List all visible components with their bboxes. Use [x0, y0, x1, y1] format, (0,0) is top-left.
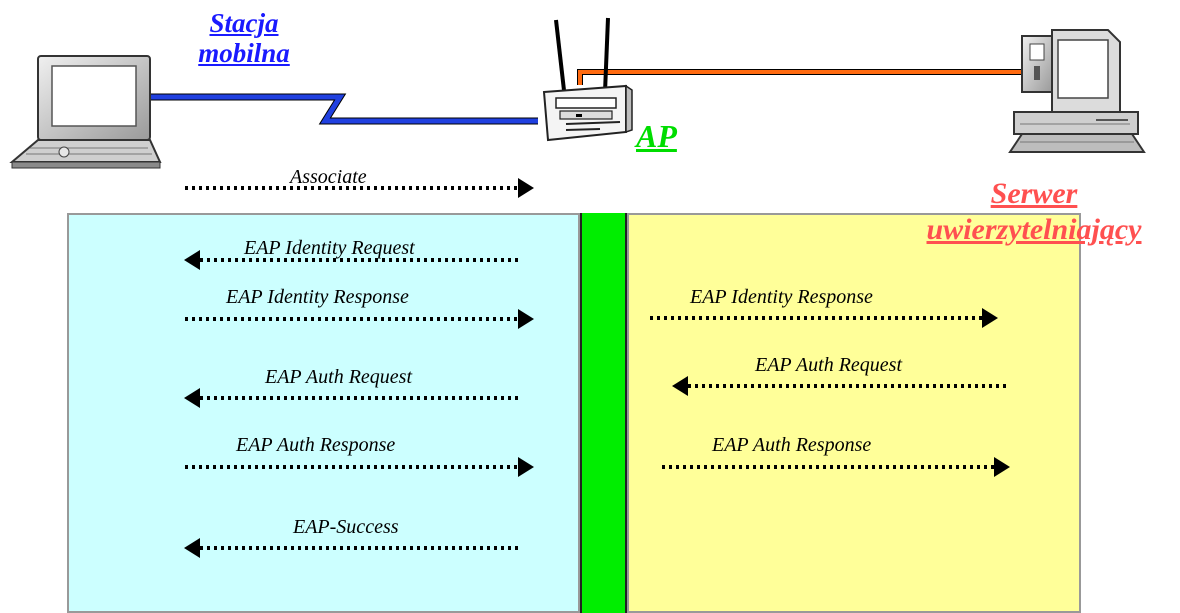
arrow-left-identity-request	[184, 250, 522, 270]
arrow-left-auth-request	[184, 388, 522, 408]
access-point-icon	[542, 17, 633, 142]
arrow-left-success	[184, 538, 522, 558]
auth-server-label-line1: Serwer	[990, 177, 1078, 210]
arrow-left-identity-response	[185, 309, 534, 329]
arrow-right-auth-request	[672, 376, 1010, 396]
ap-label: AP	[636, 118, 677, 154]
arrow-left-auth-response	[185, 457, 534, 477]
wireless-link	[148, 93, 538, 125]
message-label: EAP Auth Response	[236, 434, 396, 456]
server-panel	[627, 213, 1081, 613]
ap-bar	[580, 213, 627, 613]
message-label: EAP Auth Response	[712, 434, 872, 456]
message-label: EAP Auth Request	[265, 366, 413, 388]
message-label: EAP Auth Request	[755, 354, 903, 376]
message-label: EAP Identity Response	[226, 286, 409, 308]
associate-arrow	[185, 178, 534, 198]
auth-server-label-line2: uwierzytelniający	[926, 213, 1142, 246]
desktop-computer-icon	[1008, 29, 1146, 153]
mobile-station-label-line1: Stacja	[209, 8, 279, 38]
auth-server-label: Serwer uwierzytelniający	[888, 176, 1180, 248]
mobile-station-label: Stacja mobilna	[190, 8, 298, 68]
mobile-station-label-line2: mobilna	[198, 38, 290, 68]
message-label: EAP Identity Request	[244, 237, 415, 259]
message-label: EAP-Success	[293, 516, 399, 538]
arrow-right-auth-response	[662, 457, 1010, 477]
arrow-right-identity-response	[650, 308, 998, 328]
laptop-icon	[9, 55, 162, 169]
message-label-associate: Associate	[290, 166, 367, 188]
message-label: EAP Identity Response	[690, 286, 873, 308]
wired-link	[577, 69, 1028, 85]
